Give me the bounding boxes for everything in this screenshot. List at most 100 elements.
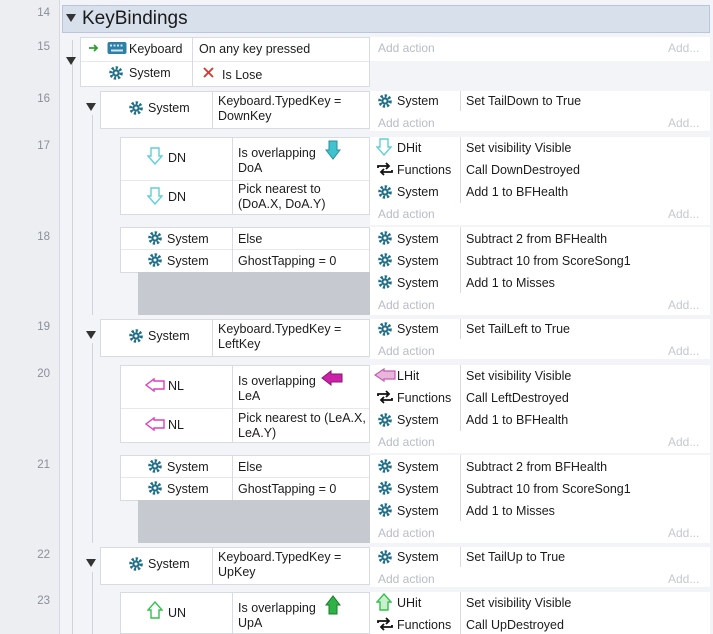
condition-text[interactable]: Is Lose: [222, 68, 263, 82]
indent-guide: [92, 343, 93, 543]
line-number: 20: [37, 368, 50, 380]
action-object: System: [397, 276, 439, 290]
action-text[interactable]: Add 1 to Misses: [466, 504, 555, 518]
left-arrow-icon: [145, 417, 165, 431]
condition-text[interactable]: Is overlapping LeA: [238, 374, 316, 403]
down-arrow-icon: [147, 187, 163, 205]
action-object: System: [397, 413, 439, 427]
add-action-link[interactable]: Add action: [378, 435, 435, 449]
event-conditions[interactable]: [120, 227, 370, 273]
event-conditions[interactable]: [100, 91, 370, 129]
action-text[interactable]: Subtract 10 from ScoreSong1: [466, 482, 631, 496]
add-action-link[interactable]: Add action: [378, 41, 435, 55]
action-text[interactable]: Set visibility Visible: [466, 141, 572, 155]
action-text[interactable]: Subtract 2 from BFHealth: [466, 460, 608, 474]
line-number: 21: [37, 459, 50, 471]
event-conditions[interactable]: [100, 547, 370, 585]
condition-object: System: [148, 557, 190, 571]
event-conditions[interactable]: [100, 319, 370, 357]
add-link[interactable]: Add...: [668, 41, 700, 55]
condition-text[interactable]: GhostTapping = 0: [238, 482, 337, 496]
condition-text[interactable]: Pick nearest to (DoA.X, DoA.Y): [238, 182, 326, 211]
condition-object: DN: [168, 190, 187, 204]
action-text[interactable]: Add 1 to Misses: [466, 276, 555, 290]
action-row: [370, 91, 710, 131]
action-text[interactable]: Set TailLeft to True: [466, 322, 570, 336]
down-arrow-icon: [325, 140, 341, 160]
action-text[interactable]: Call LeftDestroyed: [466, 391, 569, 405]
event-conditions[interactable]: [80, 37, 370, 87]
gear-icon: [128, 556, 144, 572]
condition-text[interactable]: Is overlapping DoA: [238, 146, 316, 175]
indent-guide: [92, 572, 93, 634]
condition-text[interactable]: Keyboard.TypedKey = UpKey: [218, 550, 342, 579]
condition-object: System: [148, 101, 190, 115]
collapse-triangle-icon[interactable]: [86, 559, 96, 567]
action-text[interactable]: Add 1 to BFHealth: [466, 185, 569, 199]
condition-text[interactable]: Else: [238, 232, 263, 246]
add-action-link[interactable]: Add action: [378, 526, 435, 540]
collapse-triangle-icon[interactable]: [66, 14, 76, 22]
add-link[interactable]: Add...: [668, 298, 700, 312]
repeat-icon: [376, 616, 394, 632]
action-object: System: [397, 185, 439, 199]
condition-object: System: [167, 232, 209, 246]
collapse-triangle-icon[interactable]: [66, 57, 76, 65]
event-conditions[interactable]: [120, 455, 370, 501]
gear-icon: [377, 184, 393, 200]
action-row: [370, 227, 710, 315]
indent-guide: [92, 115, 93, 315]
add-link[interactable]: Add...: [668, 344, 700, 358]
condition-text[interactable]: GhostTapping = 0: [238, 254, 337, 268]
add-link[interactable]: Add...: [668, 572, 700, 586]
condition-object: System: [167, 254, 209, 268]
action-text[interactable]: Set TailUp to True: [466, 550, 566, 564]
group-header[interactable]: [62, 5, 710, 33]
add-action-link[interactable]: Add action: [378, 572, 435, 586]
line-number: 18: [37, 231, 50, 243]
up-arrow-icon: [147, 601, 163, 619]
action-text[interactable]: Call UpDestroyed: [466, 618, 564, 632]
action-object: DHit: [397, 141, 422, 155]
condition-text[interactable]: Pick nearest to (LeA.X, LeA.Y): [238, 411, 366, 440]
line-number: 17: [37, 140, 50, 152]
action-row: [370, 37, 710, 61]
add-action-link[interactable]: Add action: [378, 344, 435, 358]
condition-text[interactable]: Keyboard.TypedKey = LeftKey: [218, 322, 342, 351]
action-text[interactable]: Subtract 2 from BFHealth: [466, 232, 608, 246]
condition-text[interactable]: Is overlapping UpA: [238, 601, 316, 630]
action-object: System: [397, 550, 439, 564]
condition-text[interactable]: Keyboard.TypedKey = DownKey: [218, 94, 342, 123]
action-text[interactable]: Set TailDown to True: [466, 94, 582, 108]
action-text[interactable]: Set visibility Visible: [466, 369, 572, 383]
line-number: 19: [37, 321, 50, 333]
keyboard-icon: [107, 41, 127, 55]
collapse-triangle-icon[interactable]: [86, 103, 96, 111]
add-link[interactable]: Add...: [668, 435, 700, 449]
gear-icon: [147, 230, 163, 246]
action-text[interactable]: Subtract 10 from ScoreSong1: [466, 254, 631, 268]
condition-text[interactable]: On any key pressed: [199, 42, 311, 56]
line-gutter: [0, 0, 60, 634]
condition-text[interactable]: Else: [238, 460, 263, 474]
add-action-link[interactable]: Add action: [378, 207, 435, 221]
action-text[interactable]: Call DownDestroyed: [466, 163, 580, 177]
collapse-triangle-icon[interactable]: [86, 331, 96, 339]
add-link[interactable]: Add...: [668, 116, 700, 130]
add-link[interactable]: Add...: [668, 526, 700, 540]
action-text[interactable]: Add 1 to BFHealth: [466, 413, 569, 427]
add-action-link[interactable]: Add action: [378, 298, 435, 312]
add-link[interactable]: Add...: [668, 207, 700, 221]
indent-guide: [72, 40, 73, 634]
action-object: Functions: [397, 618, 452, 632]
action-object: Functions: [397, 163, 452, 177]
gear-icon: [377, 252, 393, 268]
add-action-link[interactable]: Add action: [378, 116, 435, 130]
down-arrow-icon: [147, 147, 163, 165]
condition-object: System: [129, 66, 171, 80]
action-text[interactable]: Set visibility Visible: [466, 596, 572, 610]
condition-object: System: [167, 482, 209, 496]
line-number: 23: [37, 595, 50, 607]
action-row: [370, 137, 710, 225]
condition-object: UN: [168, 606, 187, 620]
